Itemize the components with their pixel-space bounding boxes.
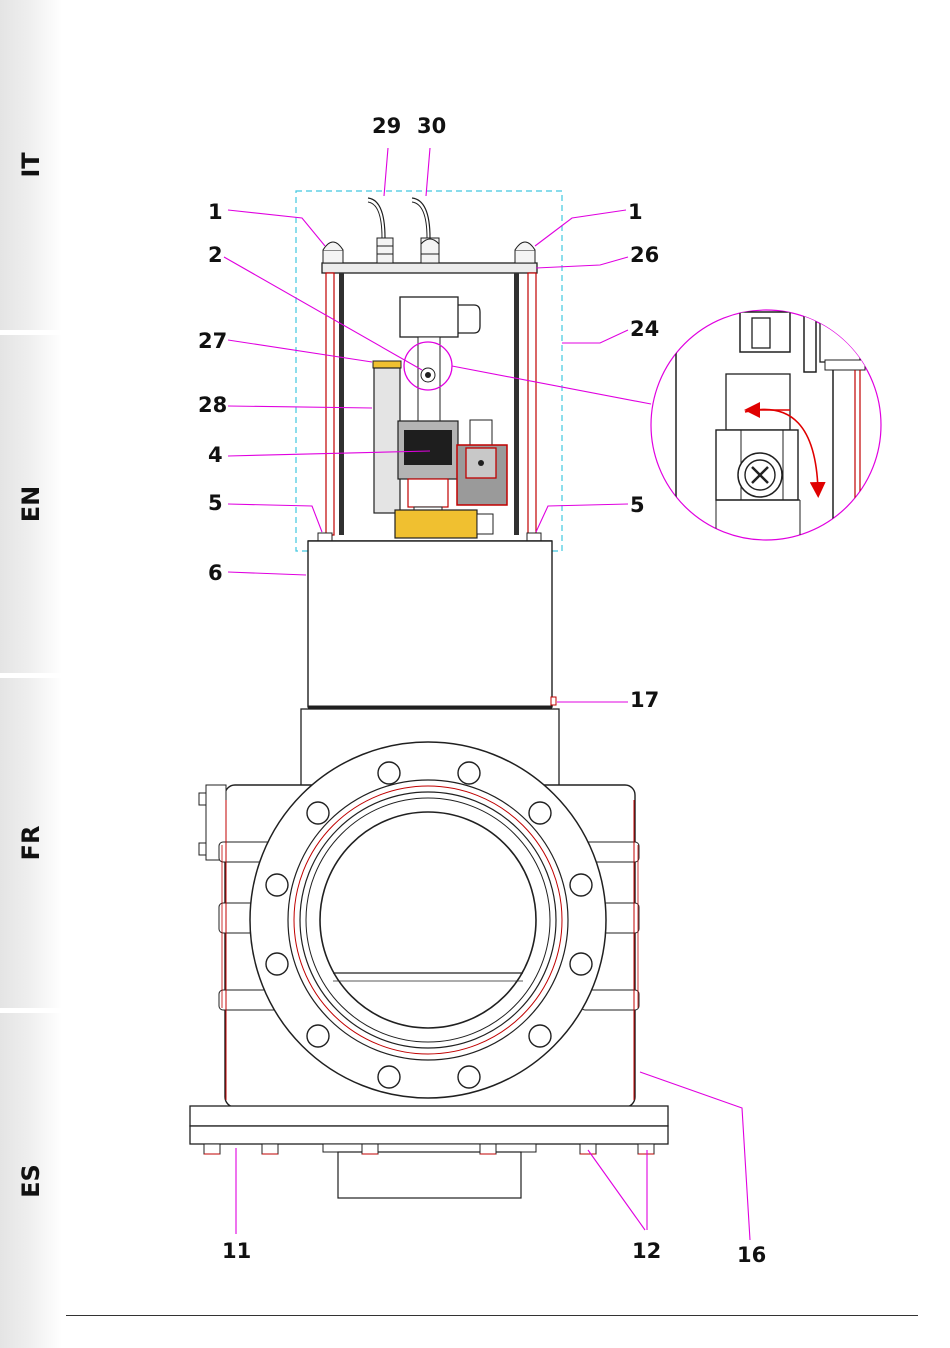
callout-17: 17 (630, 688, 659, 712)
callout-1-right: 1 (628, 200, 643, 224)
callout-2: 2 (208, 243, 223, 267)
rod-right-inner (514, 273, 519, 535)
callout-5-left: 5 (208, 491, 223, 515)
callout-27: 27 (198, 329, 227, 353)
coil-face (404, 430, 452, 465)
rod-left-inner (339, 273, 344, 535)
filter-cap (373, 361, 401, 368)
cap-left (323, 242, 343, 263)
base-plate (190, 1106, 668, 1198)
rod-left-outer (326, 273, 334, 535)
zoom-detail (651, 310, 881, 540)
callout-26: 26 (630, 243, 659, 267)
callout-1-left: 1 (208, 200, 223, 224)
cable-gland-30 (412, 198, 439, 263)
brass-fitting (395, 510, 477, 538)
bolt-left (318, 533, 332, 541)
callout-30: 30 (417, 114, 446, 138)
actuator-cylinder (308, 541, 556, 707)
callout-11: 11 (222, 1239, 251, 1263)
indicator-17 (551, 697, 556, 705)
callout-24: 24 (630, 317, 659, 341)
callout-28: 28 (198, 393, 227, 417)
callout-16: 16 (737, 1243, 766, 1267)
solenoid-head (400, 297, 458, 337)
flange (250, 742, 606, 1098)
callout-4: 4 (208, 443, 223, 467)
cable-gland-29 (368, 198, 393, 263)
top-plate (322, 263, 537, 273)
footer-rule (66, 1315, 918, 1316)
bolt-right (527, 533, 541, 541)
pilot-top (470, 420, 492, 445)
coil-base (408, 479, 448, 507)
filter-body (374, 368, 400, 513)
rod-right-outer (528, 273, 536, 535)
callout-12: 12 (632, 1239, 661, 1263)
cap-right (515, 242, 535, 263)
callout-29: 29 (372, 114, 401, 138)
actuator-assembly (296, 191, 562, 551)
callout-5-right: 5 (630, 493, 645, 517)
callout-6: 6 (208, 561, 223, 585)
